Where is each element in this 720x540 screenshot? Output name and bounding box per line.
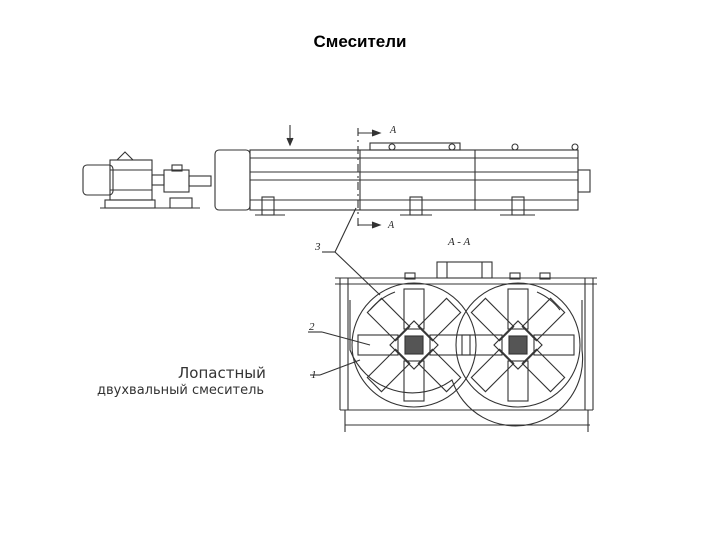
right-rotor <box>455 282 581 408</box>
rotation-arrow-right <box>536 291 561 311</box>
caption-line-1: Лопастный <box>178 364 266 382</box>
mixer-trough-side-view <box>214 125 591 216</box>
motor-assembly <box>82 151 212 209</box>
callout-3: 3 <box>314 241 321 253</box>
page-title: Смесители <box>313 32 407 51</box>
section-label-top: A <box>389 125 397 136</box>
rotation-arrow-left <box>369 291 396 311</box>
section-label-bottom: A <box>387 220 395 231</box>
section-line-a <box>357 128 382 230</box>
section-view-label: A - A <box>447 236 470 248</box>
caption-line-2: двухвальный смеситель <box>97 383 264 398</box>
callout-1: 1 <box>311 369 317 381</box>
left-rotor <box>351 282 477 408</box>
mixer-cross-section <box>335 261 597 432</box>
callout-2: 2 <box>309 321 315 333</box>
callout-leaders <box>308 207 381 376</box>
